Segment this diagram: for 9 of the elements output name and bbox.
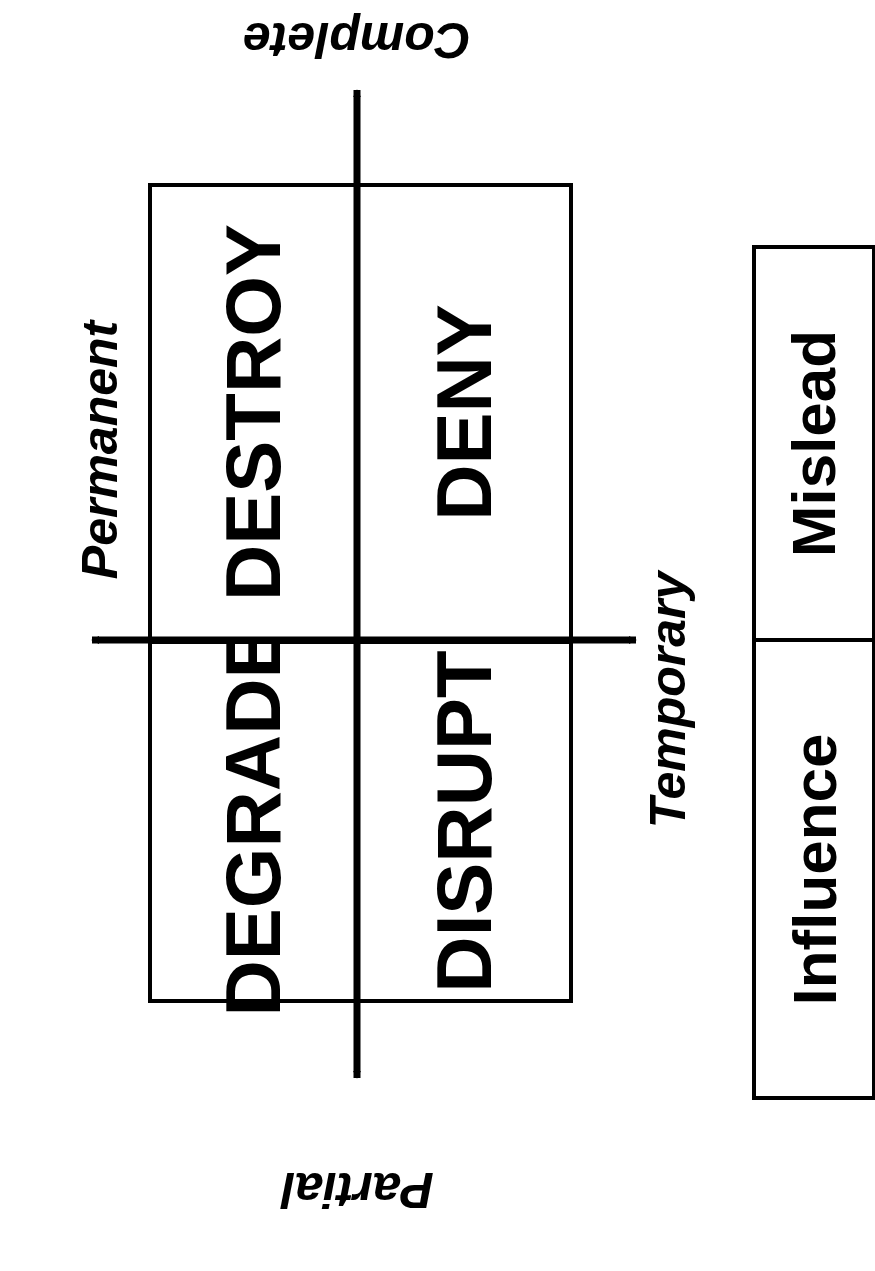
axis-label: Temporary [638,571,697,829]
axis-label: Permanent [71,320,130,580]
cell-label: DISRUPT [418,650,509,993]
cell-label: DENY [418,304,509,521]
axis-label: Partial [280,1161,434,1219]
cell-label: Mislead [778,329,850,558]
cell-label: DESTROY [208,223,298,602]
axis-label: Complete [243,11,471,69]
cell-label: Influence [778,732,850,1006]
